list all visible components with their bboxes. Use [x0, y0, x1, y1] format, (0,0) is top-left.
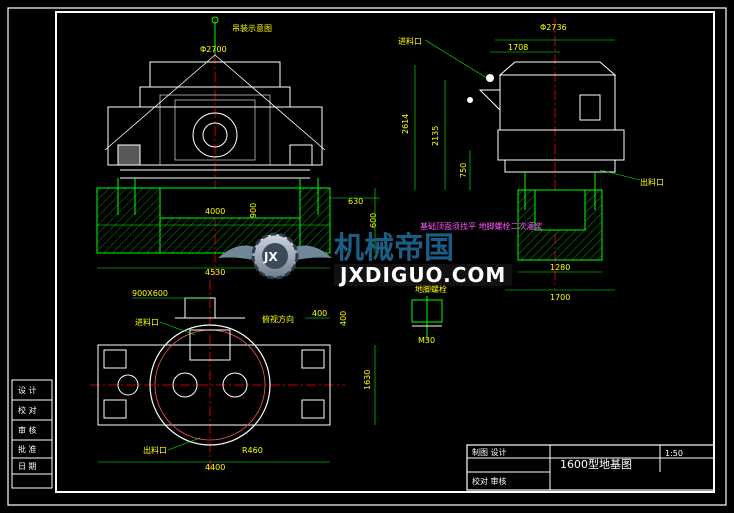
- title-block-name: 1600型地基图: [560, 457, 632, 471]
- plan-dim-400a: 400: [312, 309, 327, 318]
- front-dim-height: 900: [249, 203, 258, 218]
- side-dim-base1: 1280: [550, 263, 570, 272]
- side-label-feed: 进料口: [398, 36, 422, 46]
- title-block-small-2: 校对 审核: [472, 476, 507, 486]
- side-view: Φ2736 1708 进料口 2614 2135 750 出料口 基础顶面须找平…: [398, 18, 664, 302]
- side-label-0: 设 计: [18, 385, 37, 395]
- front-dim-outer: 4530: [205, 268, 225, 277]
- detail-caption: 地脚螺栓: [415, 284, 447, 294]
- plan-dim-top: 900X600: [132, 289, 168, 298]
- watermark-cn: 机械帝国: [334, 231, 454, 266]
- watermark: JX 机械帝国 JXDIGUO.COM: [218, 231, 512, 287]
- plan-label-view: 俯视方向: [262, 314, 294, 324]
- title-block-small-1: 制图 设计: [472, 447, 507, 457]
- title-block: 1600型地基图 1:50 制图 设计 校对 审核: [466, 444, 715, 491]
- front-caption: 吊装示意图: [232, 23, 272, 33]
- title-block-scale: 1:50: [665, 449, 683, 458]
- front-dim-top: Φ2700: [200, 45, 227, 54]
- front-dim-side: 630: [348, 197, 363, 206]
- plan-dim-radius: R460: [242, 446, 263, 455]
- watermark-en: JXDIGUO.COM: [338, 263, 506, 287]
- side-dim-h1: 2614: [401, 114, 410, 134]
- sheet-inner-border: [55, 11, 715, 493]
- side-dim-base2: 1700: [550, 293, 570, 302]
- plan-label-discharge: 出料口: [143, 445, 167, 455]
- watermark-wing-right: [288, 245, 332, 262]
- side-dim-top: 1708: [508, 43, 528, 52]
- side-label-discharge: 出料口: [640, 177, 664, 187]
- plan-dim-right: 1630: [363, 370, 372, 390]
- plan-dim-bottom: 4400: [205, 463, 225, 472]
- sheet-outer-border: [7, 7, 727, 506]
- front-dim-inner: 4000: [205, 207, 225, 216]
- plan-view: 900X600 进料口 俯视方向 400 400 1630 出料口 R460 4…: [90, 280, 376, 472]
- side-label-1: 校 对: [18, 405, 37, 415]
- front-view: 吊装示意图 Φ2700 4000 4530 900 630 600: [96, 16, 380, 277]
- detail-dim: M30: [418, 336, 435, 345]
- watermark-wing-left: [218, 245, 262, 262]
- plan-dim-400b: 400: [339, 311, 348, 326]
- front-dim-side2: 600: [369, 213, 378, 228]
- bolt-detail: 地脚螺栓 M30: [411, 284, 447, 345]
- side-label-3: 批 准: [18, 444, 37, 454]
- side-label-table: 设 计 校 对 审 核 批 准 日 期: [11, 379, 53, 489]
- side-note: 基础顶面须找平 地脚螺栓二次灌浆: [420, 221, 543, 231]
- side-label-4: 日 期: [18, 462, 37, 471]
- watermark-logo-letters: JX: [263, 250, 278, 264]
- side-label-2: 审 核: [18, 425, 37, 435]
- side-dim-h3: 750: [459, 163, 468, 178]
- plan-label-feed: 进料口: [135, 317, 159, 327]
- side-dim-h2: 2135: [431, 126, 440, 146]
- side-dim-dia: Φ2736: [540, 23, 567, 32]
